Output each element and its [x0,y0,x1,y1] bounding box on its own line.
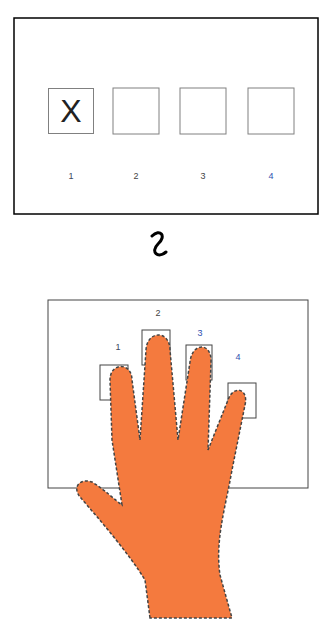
letter-box: X [48,88,94,134]
position-number: 2 [155,309,160,318]
position-number: 2 [133,172,138,181]
position-number: 4 [235,353,240,362]
position-number: 3 [200,172,205,181]
box-letter: X [60,95,81,127]
position-number: 4 [268,172,273,181]
position-number: 1 [68,172,73,181]
position-number: 1 [115,343,120,352]
empty-square [180,88,226,134]
empty-square [113,88,159,134]
empty-square [248,88,294,134]
squiggle-symbol [152,233,166,255]
hand [77,335,246,618]
position-number: 3 [197,329,202,338]
screen-panel [14,18,318,214]
